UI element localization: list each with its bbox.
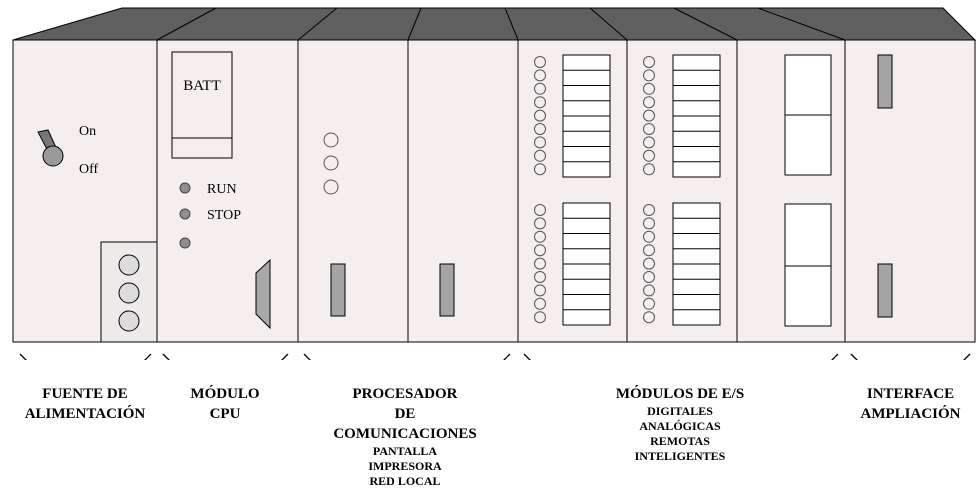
io-led [534,271,546,283]
label-comm-sub-display: PANTALLA [372,444,438,458]
io-led [643,149,655,162]
comm-module-2 [407,39,519,343]
switch-on-label: On [79,124,96,139]
label-power-line1: FUENTE DE [42,386,128,402]
label-io-line1: MÓDULOS DE E/S [615,386,745,402]
terminal-1 [118,254,140,276]
io-led [534,297,546,310]
label-power-line2: ALIMENTACIÓN [24,406,146,422]
io-led [534,109,546,122]
label-comm-sub-printer: IMPRESORA [368,459,442,473]
io-led [643,311,655,324]
comm-led-3 [323,179,339,195]
label-cpu-line2: CPU [209,406,241,422]
io-led [643,257,655,270]
label-comm-processor: PROCESADOR DE COMUNICACIONES PANTALLA IM… [320,384,490,489]
terminal-2 [118,282,140,304]
io-led [643,69,655,82]
io-led [534,244,546,257]
expansion-module [844,39,976,343]
label-expansion-line1: INTERFACE [866,386,955,402]
bracket-power [19,353,152,360]
battery-compartment [171,51,233,159]
label-io-sub-remote: REMOTAS [650,434,710,448]
comm-port-1 [330,263,346,317]
io-led [643,109,655,122]
label-expansion-interface: INTERFACE AMPLIACIÓN [842,384,979,424]
comm-led-1 [323,132,339,148]
io-led [534,217,546,230]
battery-label: BATT [183,78,221,94]
label-io-sub-digital: DIGITALES [647,404,713,418]
label-expansion-line2: AMPLIACIÓN [860,406,961,422]
expansion-port-upper [877,54,893,109]
io-led [534,56,546,68]
bracket-expansion [850,353,971,360]
io-led [534,136,546,149]
io-led [643,244,655,257]
io-led [534,69,546,82]
io-terminal-groups [534,54,721,326]
terminal-3 [118,310,140,332]
io-led [643,297,655,310]
analog-window-lower [784,203,832,327]
io-led [534,204,546,216]
label-cpu: MÓDULO CPU [170,384,280,424]
switch-base [42,145,64,167]
led-run [179,182,191,194]
io-led [643,284,655,297]
led-stop-label: STOP [207,208,241,223]
led-stop [179,208,191,220]
plc-rack-diagram: On Off BATT RUN STOP [12,7,977,360]
io-led [643,136,655,149]
expansion-port-lower [877,263,893,318]
switch-off-label: Off [79,162,99,177]
power-terminals [118,254,140,332]
bevel-separators [156,7,846,41]
label-comm-line1: PROCESADOR [352,386,458,402]
power-switch [37,129,64,167]
io-led [643,217,655,230]
io-led [534,257,546,270]
label-comm-sub-lan: RED LOCAL [369,474,441,488]
label-io-sub-intelligent: INTELIGENTES [634,449,726,463]
io-led [643,230,655,243]
grouping-brackets [19,353,971,360]
io-led [534,82,546,95]
label-io-sub-analog: ANALÓGICAS [639,419,721,433]
bracket-comm [303,353,511,360]
io-led [534,311,546,324]
led-run-label: RUN [207,182,237,197]
comm-module-1 [297,39,409,343]
io-led [643,56,655,68]
io-led [643,123,655,135]
io-led [534,230,546,243]
io-led [643,82,655,95]
label-io-modules: MÓDULOS DE E/S DIGITALES ANALÓGICAS REMO… [600,384,760,464]
led-aux [179,237,191,249]
bracket-io [523,353,839,360]
cpu-port-connector [255,258,271,330]
label-cpu-line1: MÓDULO [190,386,260,402]
io-led [534,123,546,135]
comm-led-2 [323,155,339,171]
io-led [643,204,655,216]
label-power-supply: FUENTE DE ALIMENTACIÓN [5,384,165,424]
io-led [534,149,546,162]
io-led [534,163,546,176]
io-led [643,271,655,283]
comm-leds [323,132,339,195]
io-led [534,284,546,297]
label-comm-line3: COMUNICACIONES [333,426,477,442]
io-led [534,96,546,109]
io-led [643,96,655,109]
label-comm-line2: DE [394,406,416,422]
comm-port-2 [439,263,455,317]
bracket-cpu [162,353,289,360]
io-led [643,163,655,176]
